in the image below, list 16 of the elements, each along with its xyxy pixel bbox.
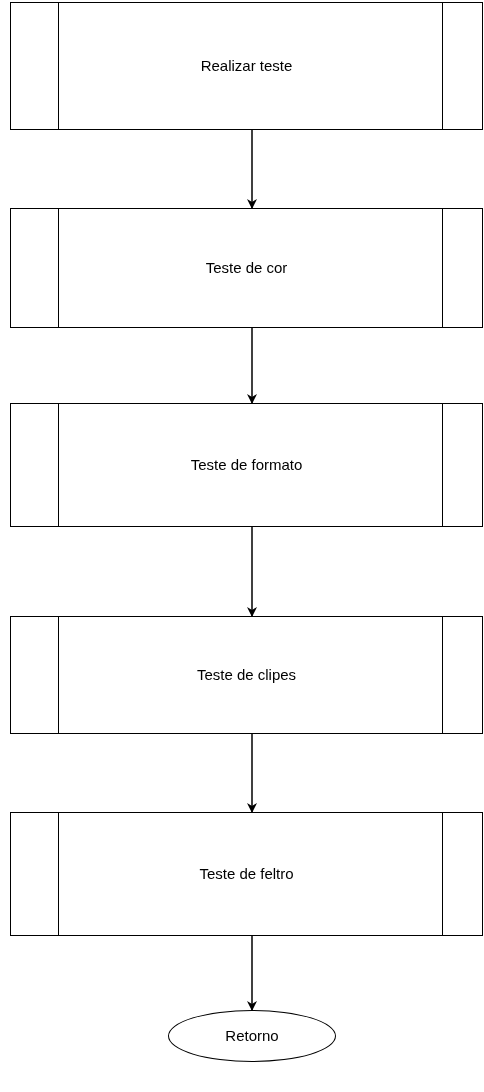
node-label: Teste de formato [190, 454, 303, 475]
node-label: Teste de feltro [199, 863, 294, 884]
node-label: Retorno [225, 1025, 279, 1046]
subprocess-box [10, 208, 483, 328]
subprocess-box [10, 403, 483, 527]
arrow [247, 935, 257, 1011]
subprocess-box [10, 812, 483, 936]
node-label: Teste de clipes [196, 664, 297, 685]
arrow [247, 327, 257, 404]
arrow [247, 526, 257, 617]
node-label: Teste de cor [205, 257, 288, 278]
subprocess-box [10, 616, 483, 734]
arrow [247, 733, 257, 813]
subprocess-box [10, 2, 483, 130]
node-label: Realizar teste [200, 55, 293, 76]
arrow [247, 129, 257, 209]
